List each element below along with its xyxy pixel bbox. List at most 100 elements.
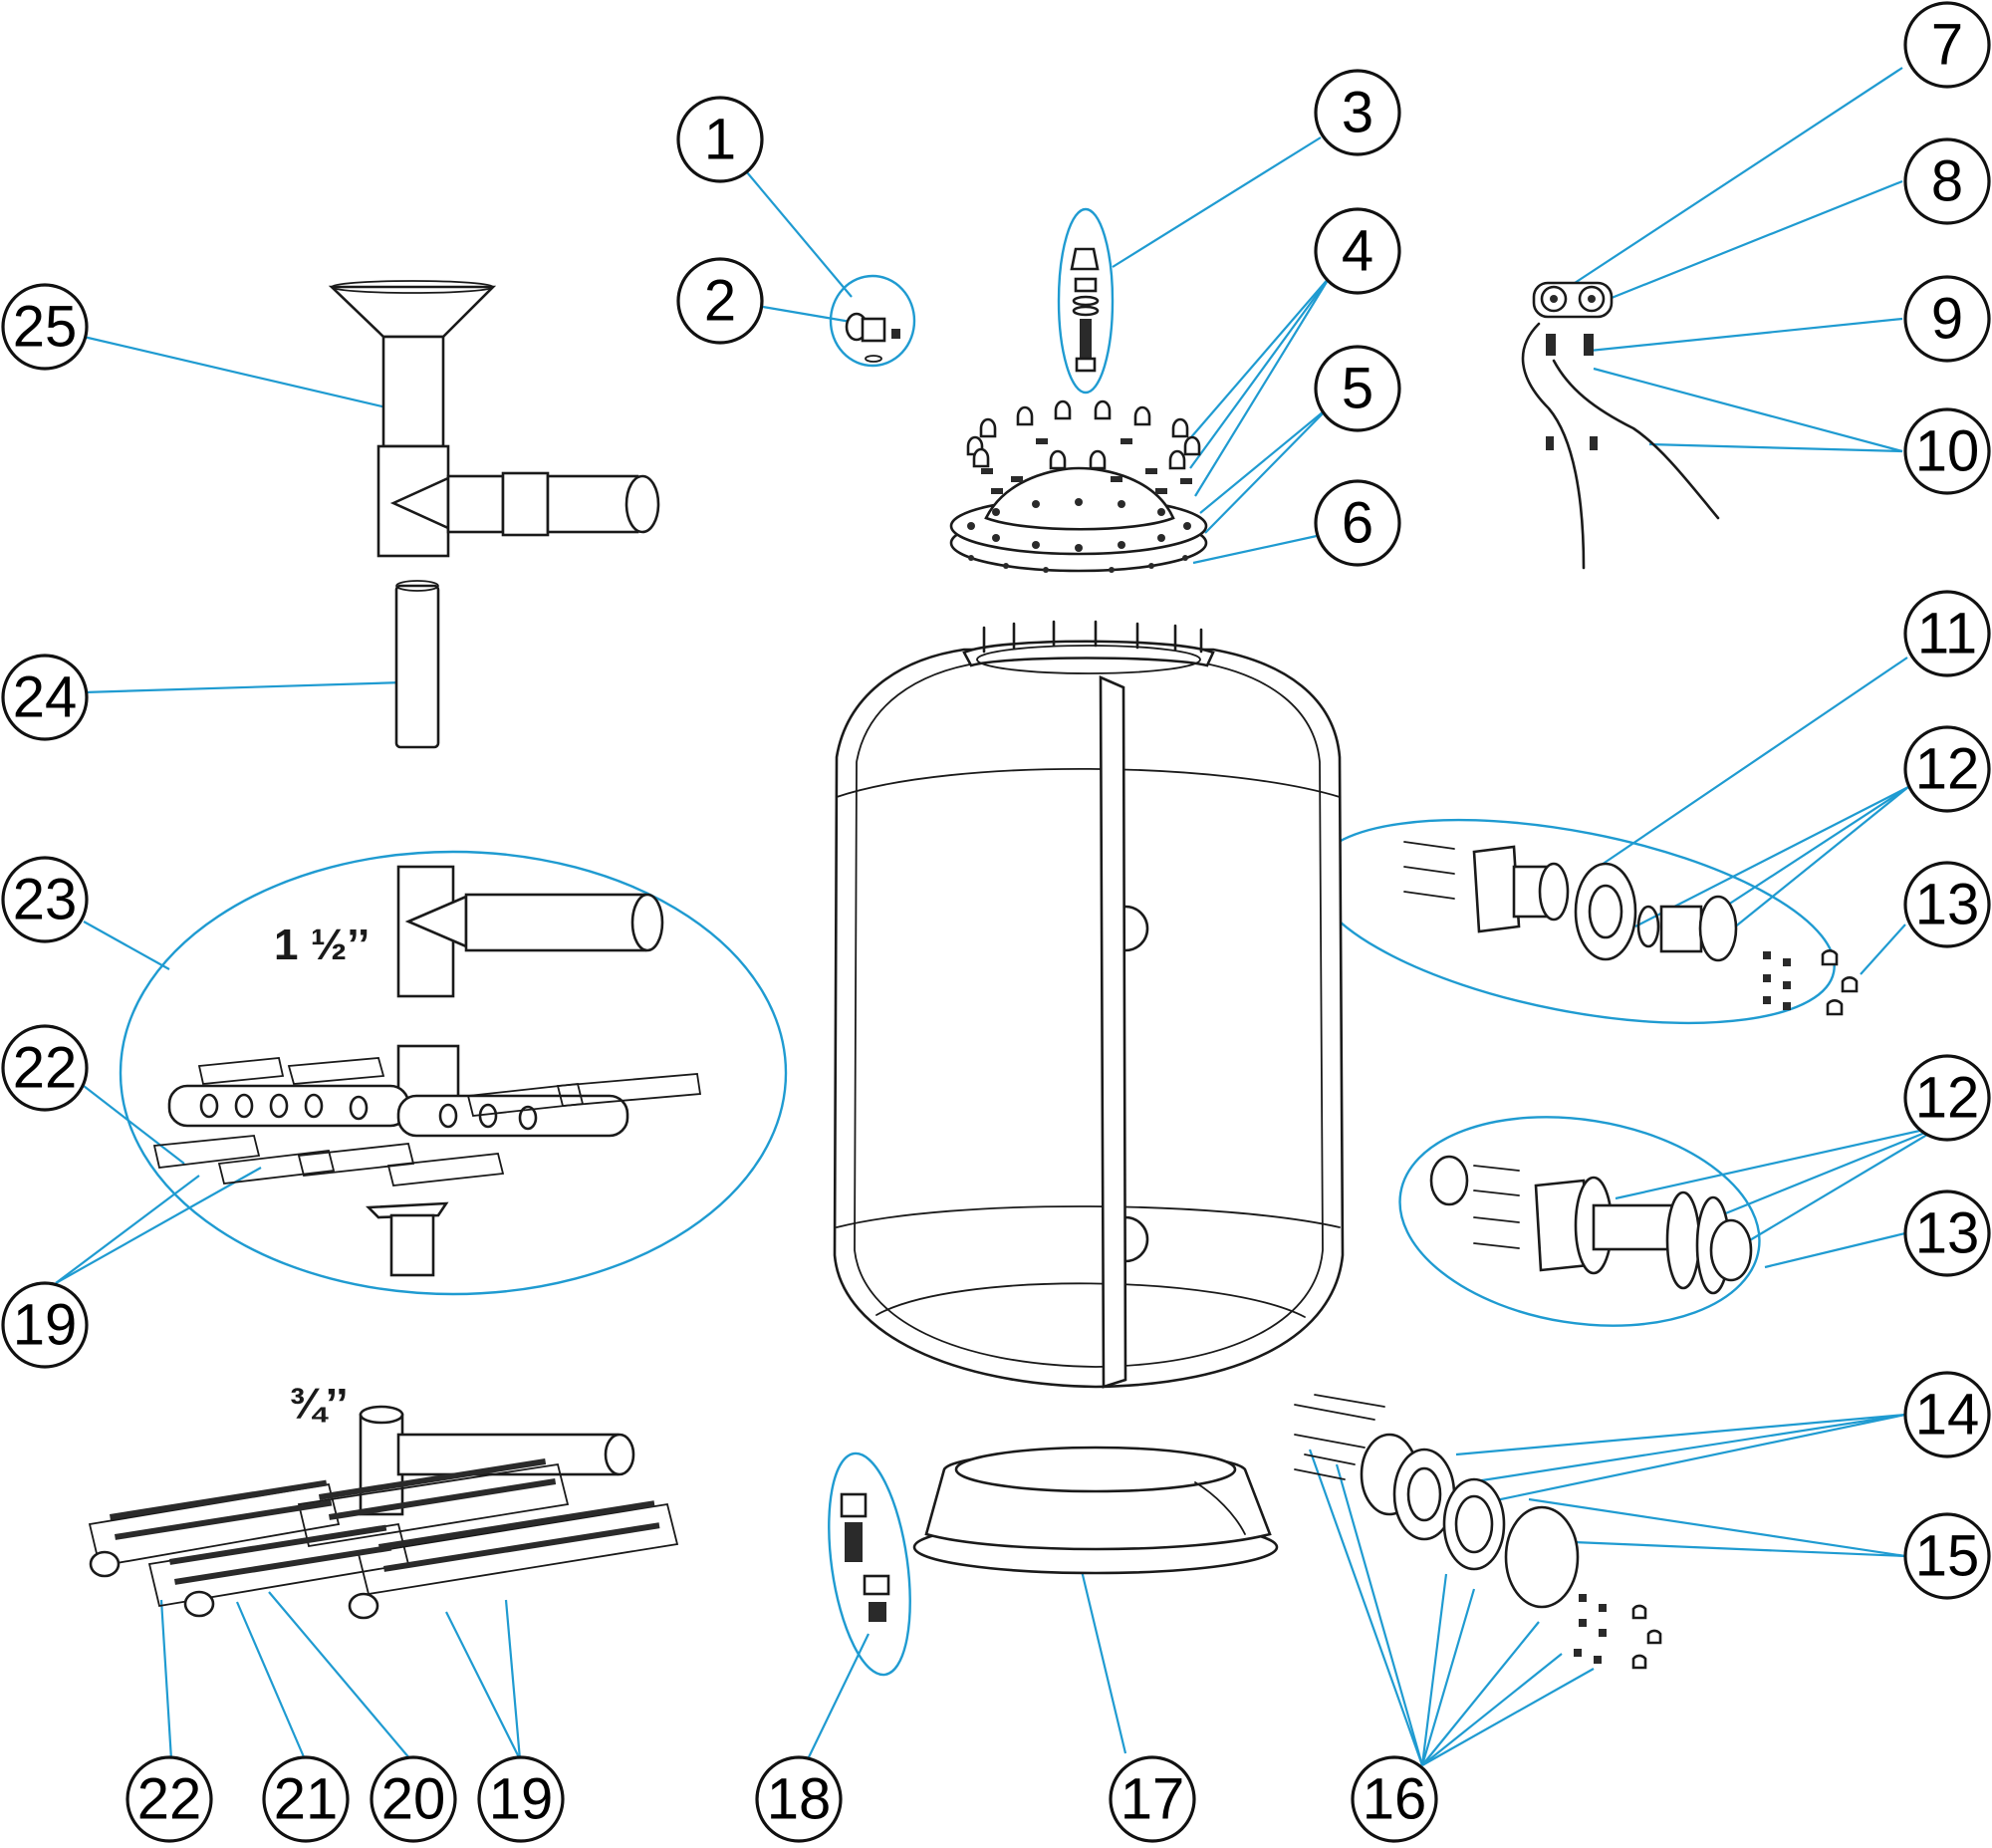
union-bottom-flange-c <box>1665 1190 1701 1290</box>
callout-number: 12 <box>1915 1066 1980 1131</box>
flange-kit-gasket-hole <box>1454 1494 1494 1554</box>
leader-16g <box>1421 1668 1595 1766</box>
group-outline-23 <box>119 850 788 1296</box>
leader-19c <box>55 1175 200 1284</box>
drain-assembly <box>840 1492 890 1622</box>
union-bottom-nut <box>1709 1218 1753 1282</box>
callout-18: 18 <box>755 1755 843 1843</box>
callout-number: 20 <box>381 1767 446 1832</box>
callout-21: 21 <box>262 1755 350 1843</box>
gauge-left-center <box>1550 295 1558 303</box>
vent-nut <box>1074 277 1098 293</box>
group-outline-12-13-bottom <box>1398 1116 1761 1327</box>
leader-1 <box>746 171 853 298</box>
leader-18 <box>806 1633 870 1762</box>
tee-branch-pipe-1 <box>446 474 505 534</box>
leader-6 <box>1192 534 1318 565</box>
collector-end-cap-1 <box>89 1550 121 1578</box>
group-outline-18 <box>828 1452 911 1677</box>
callout-number: 12 <box>1915 737 1980 802</box>
callout-24: 24 <box>1 654 89 741</box>
leader-22b <box>83 1085 185 1165</box>
callout-10: 10 <box>1903 407 1991 495</box>
leader-13b <box>1764 1231 1906 1269</box>
callout-5: 5 <box>1314 345 1401 432</box>
callout-number: 24 <box>13 665 78 730</box>
callout-9: 9 <box>1903 275 1991 363</box>
gauge-fitting-loose-b <box>1590 436 1598 450</box>
callout-number: 13 <box>1915 873 1980 937</box>
tank-cutaway-edge <box>1099 675 1127 1389</box>
callout-number: 25 <box>13 295 78 360</box>
callout-12-bottom: 12 <box>1903 1054 1991 1142</box>
funnel-top <box>328 285 497 339</box>
leader-20 <box>268 1591 411 1760</box>
leader-16a <box>1308 1449 1424 1766</box>
union-top-flange-b <box>1574 862 1637 961</box>
vent-threaded-tube <box>1080 319 1092 359</box>
callout-number: 16 <box>1363 1767 1427 1832</box>
leader-13a <box>1860 924 1906 975</box>
lateral-size-label: 1 ½’’ <box>274 921 370 969</box>
group-outline-11-13-top <box>1312 818 1836 1025</box>
leader-2 <box>762 305 864 326</box>
callout-number: 9 <box>1931 287 1963 352</box>
callout-2: 2 <box>676 257 764 345</box>
leader-9 <box>1589 317 1903 353</box>
callout-8: 8 <box>1903 137 1991 225</box>
flange-kit-gasket <box>1442 1477 1506 1571</box>
leader-14a <box>1455 1413 1906 1456</box>
lid-bolt-holes <box>967 498 1191 573</box>
purge-valve-washer <box>865 355 882 363</box>
callout-13-bottom: 13 <box>1903 1189 1991 1277</box>
union-top-caps <box>1821 949 1859 1016</box>
vent-cap <box>1070 247 1100 271</box>
funnel-rim <box>331 280 494 294</box>
callout-number: 7 <box>1931 13 1963 78</box>
callout-number: 19 <box>13 1293 78 1358</box>
union-top-ring-a <box>1538 862 1570 922</box>
flange-kit-nuts <box>1574 1594 1607 1664</box>
purge-valve-body <box>861 317 886 343</box>
callout-6: 6 <box>1314 479 1401 567</box>
leader-5b <box>1204 405 1331 534</box>
callout-number: 21 <box>274 1767 339 1832</box>
leader-4c <box>1194 276 1331 497</box>
flange-kit-bolts <box>1294 1394 1385 1480</box>
filter-lid-assembly <box>949 399 1208 573</box>
union-top-flange-b-hole <box>1588 884 1623 939</box>
collector-riser-top <box>359 1405 404 1425</box>
group-outline-3 <box>1057 207 1115 395</box>
air-purge-valve <box>845 312 900 363</box>
lateral-tee-branch-end <box>630 893 664 952</box>
callout-19-bottom: 19 <box>477 1755 565 1843</box>
leader-14c <box>1495 1413 1906 1502</box>
leader-14b <box>1468 1413 1906 1484</box>
leader-10b <box>1648 442 1903 453</box>
callout-4: 4 <box>1314 207 1401 295</box>
pressure-gauge-assembly <box>1521 281 1720 570</box>
leader-12c <box>1732 786 1909 929</box>
callout-number: 19 <box>489 1767 554 1832</box>
vent-base <box>1075 357 1097 373</box>
leader-16c <box>1420 1573 1448 1766</box>
collector-branch-end <box>604 1433 635 1476</box>
callout-20: 20 <box>370 1755 457 1843</box>
union-assembly-top <box>1403 841 1859 1016</box>
callout-number: 2 <box>704 269 736 334</box>
drain-cap <box>840 1492 868 1518</box>
callout-3: 3 <box>1314 69 1401 156</box>
drain-plug <box>869 1602 886 1622</box>
leader-4a <box>1189 276 1331 439</box>
group-outlines <box>119 207 1836 1677</box>
callout-number: 6 <box>1342 491 1373 556</box>
union-top-bolts <box>1403 841 1455 900</box>
union-bottom-sleeve <box>1429 1155 1469 1206</box>
leader-3 <box>1112 136 1322 268</box>
callout-16: 16 <box>1351 1755 1438 1843</box>
callout-number: 4 <box>1342 219 1373 284</box>
lateral-bar-holes <box>199 1093 538 1131</box>
union-top-nut <box>1698 895 1738 962</box>
